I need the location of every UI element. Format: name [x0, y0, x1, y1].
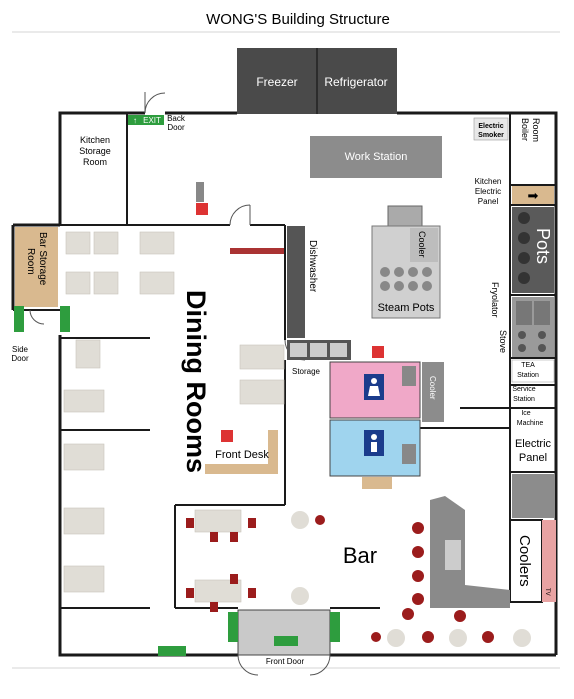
pots-label: Pots [533, 228, 553, 264]
stove-label: Stove [498, 330, 508, 353]
dishwasher: Dishwasher [287, 226, 318, 338]
dishwasher-label: Dishwasher [307, 240, 318, 293]
dining-rooms-label: Dining Rooms [181, 290, 211, 473]
bar-label: Bar [343, 543, 377, 568]
svg-text:Station: Station [517, 372, 539, 379]
steam-pots-label: Steam Pots [378, 302, 435, 314]
bar-storage-room: Bar Storage Room [15, 227, 58, 307]
refrigerator-label: Refrigerator [324, 75, 387, 89]
svg-text:Cooler: Cooler [428, 376, 437, 400]
round-bar-tables [291, 511, 531, 647]
back-door-label-2: Door [167, 123, 185, 132]
svg-text:Service: Service [512, 386, 535, 393]
bar-equipment [512, 474, 554, 518]
front-desk: Front Desk [205, 430, 278, 474]
front-door-label: Front Door [266, 657, 305, 666]
tv-label: TV [544, 588, 550, 596]
restroom-man-icon [371, 434, 377, 440]
dimension-lines [12, 31, 560, 669]
exit-arrow-icon: ↑ [133, 116, 137, 125]
kitchen-electric-panel-label-3: Panel [478, 197, 499, 206]
plan-title: WONG'S Building Structure [206, 11, 390, 28]
divider-rail [230, 248, 284, 254]
fire-extinguisher-icon [196, 203, 384, 442]
work-station: Work Station [310, 136, 442, 178]
fryolator-label: Fryolator [490, 282, 500, 318]
boiler-room-label-2: Room [531, 118, 541, 142]
side-door-label-1: Side [12, 345, 29, 354]
svg-text:TEA: TEA [521, 362, 535, 369]
electric-smoker: Electric Smoker [473, 117, 509, 141]
dining-tables [63, 231, 285, 603]
restroom-cooler: Cooler [422, 362, 444, 422]
svg-text:Station: Station [513, 396, 535, 403]
freezer-label: Freezer [256, 75, 297, 89]
fryolator-stove [512, 297, 554, 357]
kitchen-electric-panel-label-2: Electric [475, 187, 501, 196]
kitchen-storage-label-1: Kitchen [80, 135, 110, 145]
exit-sign-back: EXIT ↑ [128, 115, 164, 125]
service-rooms: TEA Station Service Station Ice Machine [512, 362, 543, 427]
womens-restroom [329, 361, 421, 419]
front-vestibule [158, 609, 340, 656]
steam-pots-station: Cooler Steam Pots [371, 205, 441, 319]
bar-storage-label-1: Bar Storage [37, 232, 48, 286]
kitchen-storage-label-2: Storage [79, 146, 111, 156]
electric-panel-label-2: Panel [519, 452, 547, 464]
kitchen-electric-panel-label-1: Kitchen [475, 177, 502, 186]
sink-row [287, 340, 351, 360]
boiler-room-label-1: Boiler [520, 118, 530, 141]
coolers: Coolers TV [509, 519, 556, 603]
storage-label: Storage [292, 367, 321, 376]
bar-storage-label-2: Room [25, 248, 36, 275]
coolers-label: Coolers [516, 535, 533, 587]
svg-text:Work Station: Work Station [345, 151, 408, 163]
svg-text:Electric: Electric [478, 123, 503, 130]
svg-text:Machine: Machine [517, 420, 544, 427]
restroom-woman-icon [371, 378, 377, 384]
mens-restroom [329, 419, 421, 477]
front-desk-label: Front Desk [215, 449, 269, 461]
electric-panel-label-1: Electric [515, 438, 552, 450]
svg-text:EXIT: EXIT [143, 116, 161, 125]
side-door-label-2: Door [11, 354, 29, 363]
bench [362, 477, 392, 489]
svg-text:Smoker: Smoker [478, 132, 504, 139]
freezer-refrigerator-unit: Freezer Refrigerator [237, 48, 397, 114]
arrow-right-icon: ➡ [528, 188, 539, 203]
chairs [186, 514, 494, 643]
exit-sign-side [14, 306, 70, 332]
pots-rack: Pots [512, 207, 554, 293]
kitchen-storage-label-3: Room [83, 157, 107, 167]
svg-text:Ice: Ice [521, 410, 530, 417]
cooler-small-label: Cooler [417, 231, 427, 258]
kitchen-panel-box: ➡ [512, 186, 554, 204]
column [196, 182, 204, 202]
bar-counter [430, 496, 510, 608]
back-door-label-1: Back [167, 114, 186, 123]
